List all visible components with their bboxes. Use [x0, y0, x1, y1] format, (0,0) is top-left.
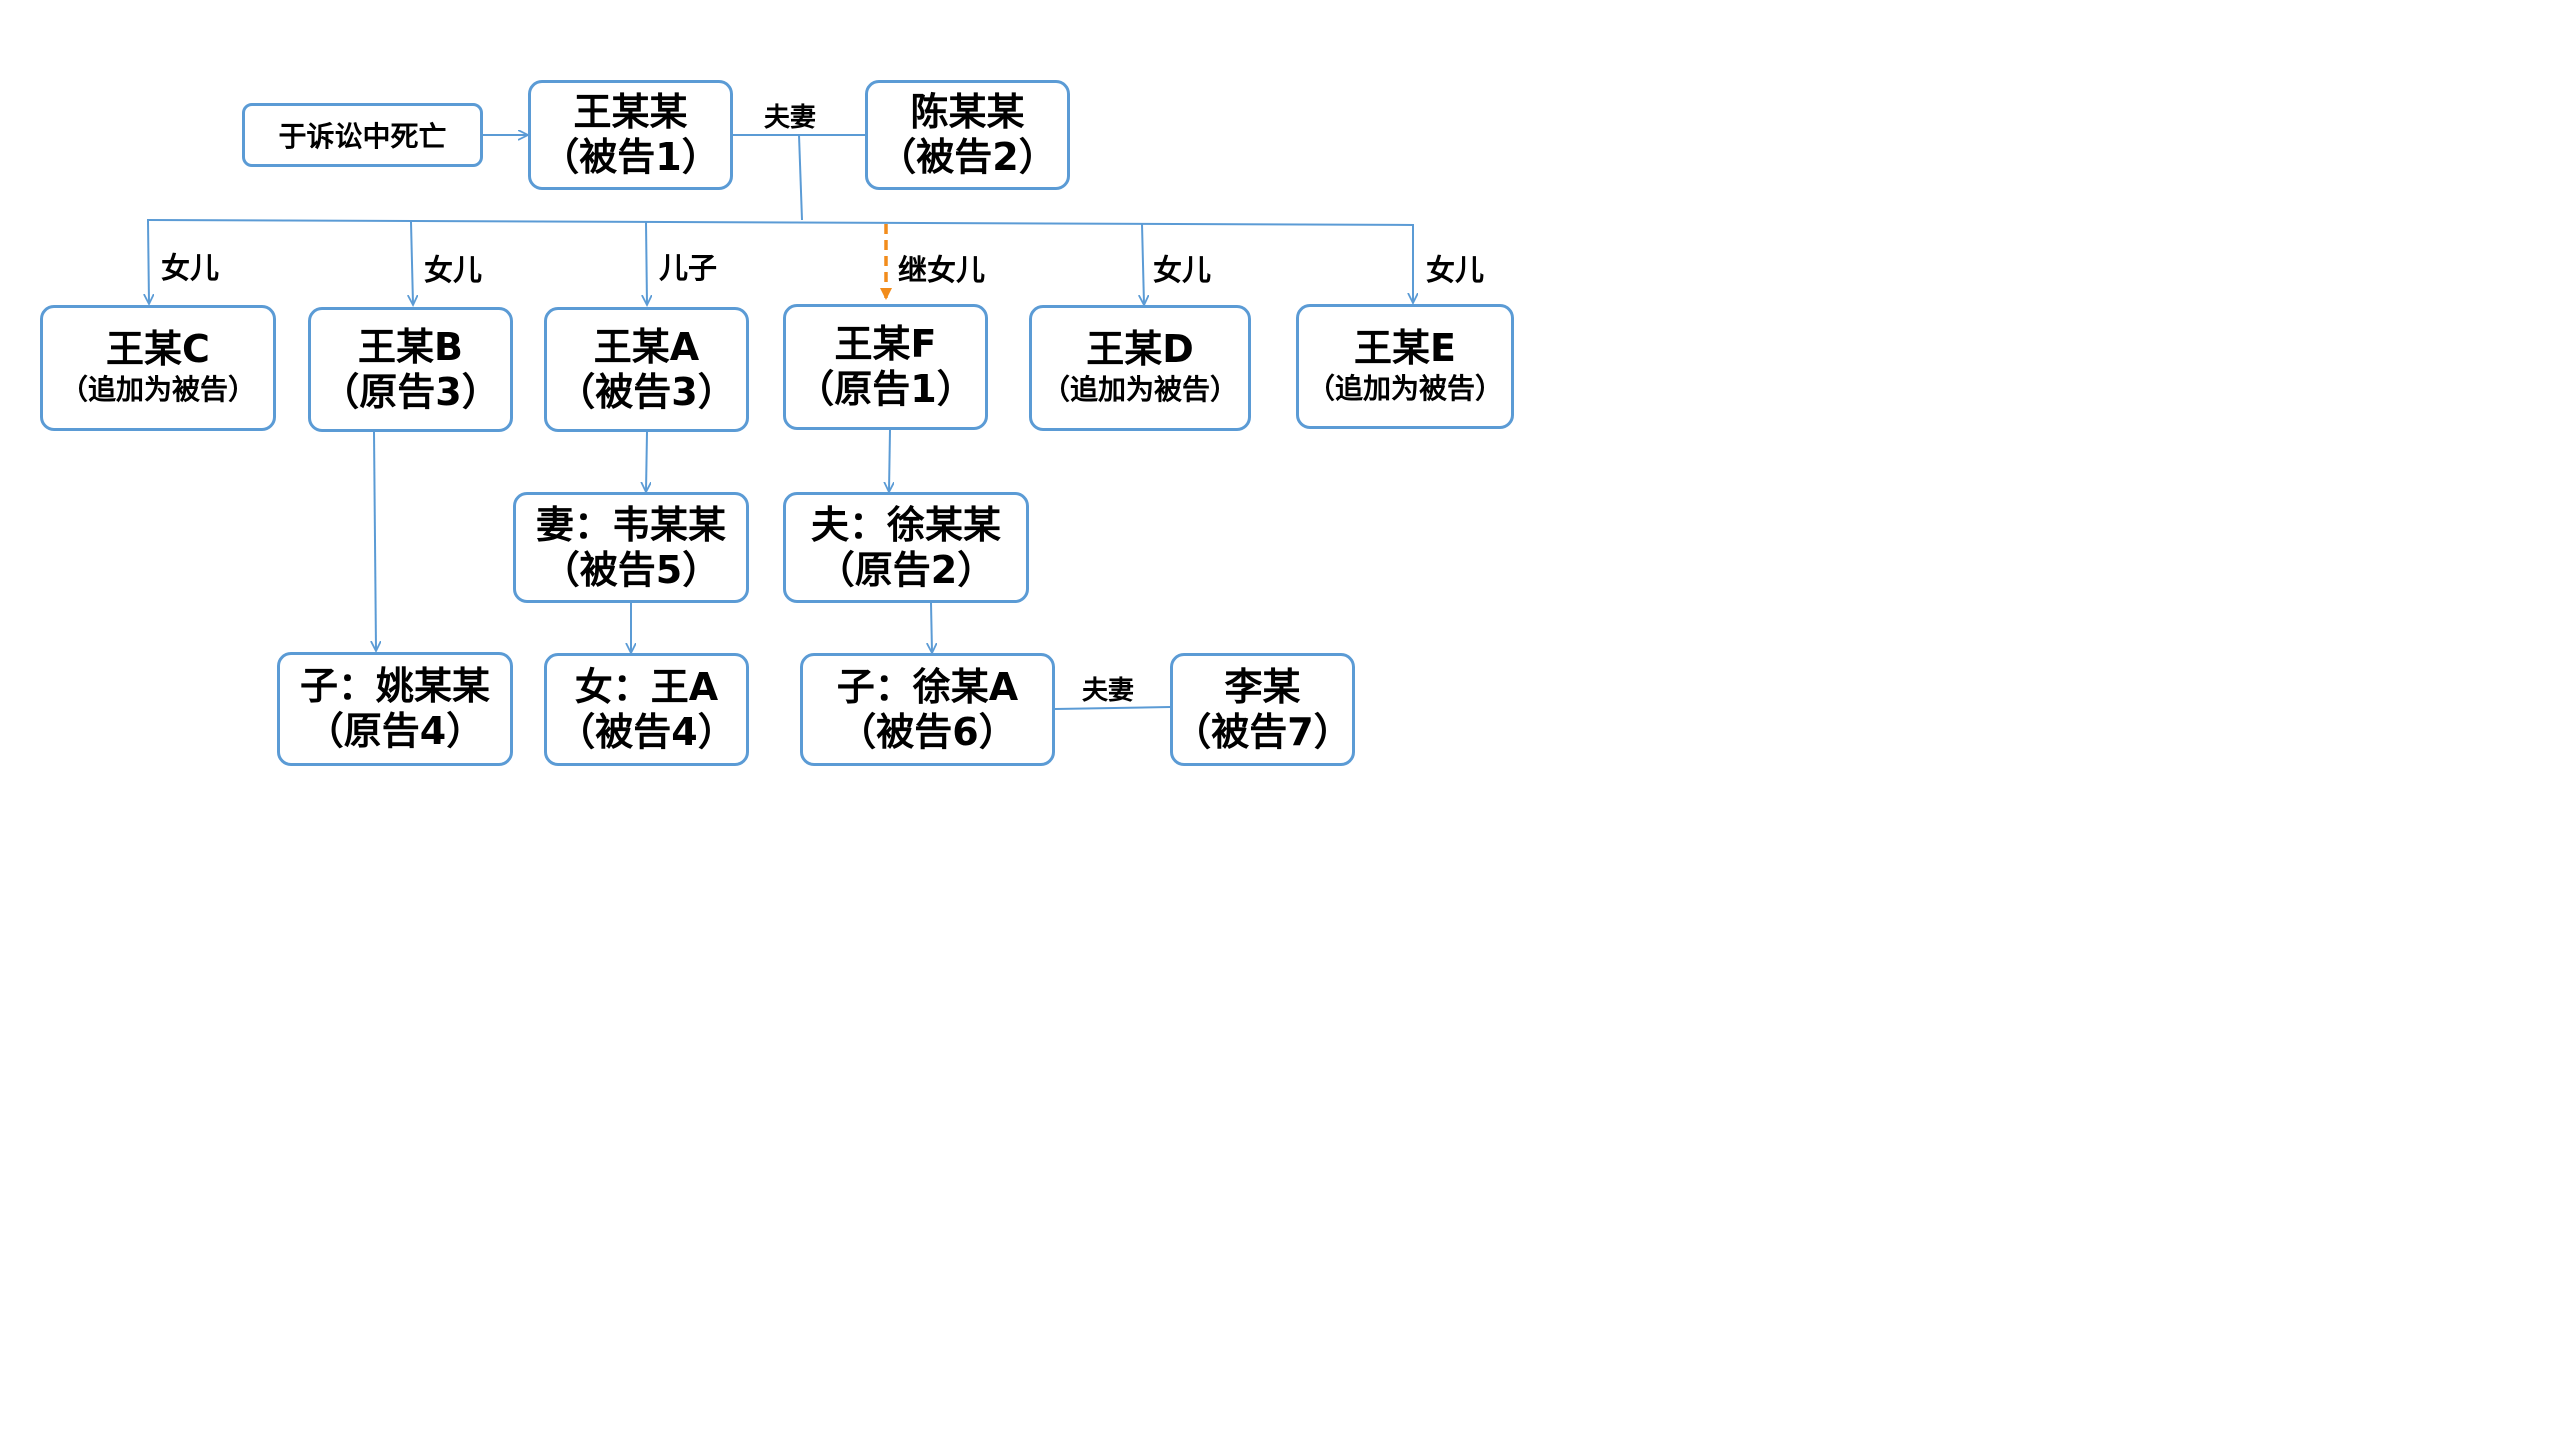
arrow-to-wang-d	[1142, 223, 1144, 304]
arrow-to-wang-a	[646, 221, 647, 304]
node-name: 子：徐某A	[836, 664, 1019, 709]
label-daughter-d: 女儿	[1153, 253, 1212, 287]
node-xu-moumou: 夫：徐某某 （原告2）	[783, 492, 1029, 603]
node-role: （被告7）	[1173, 709, 1352, 754]
node-role: （原告3）	[321, 369, 500, 414]
node-wang-a2: 女：王A （被告4）	[544, 653, 749, 766]
node-name: 李某	[1224, 664, 1301, 709]
label-daughter-e: 女儿	[1426, 253, 1485, 287]
arrow-to-wei	[646, 431, 647, 491]
node-yao-moumou: 子：姚某某 （原告4）	[277, 652, 513, 766]
node-wang-b: 王某B （原告3）	[308, 307, 513, 432]
node-wang-moumou: 王某某 （被告1）	[528, 80, 733, 190]
node-role: （被告6）	[838, 709, 1017, 754]
label-stepdaughter-f: 继女儿	[898, 253, 986, 287]
node-role: （原告2）	[816, 547, 996, 592]
node-role: （原告4）	[305, 709, 485, 753]
node-name: 陈某某	[910, 90, 1025, 134]
node-name: 王某F	[834, 322, 937, 366]
node-name: 王某E	[1354, 325, 1456, 370]
label-son-a: 儿子	[659, 251, 718, 285]
node-role: （追加为被告）	[1306, 371, 1503, 405]
node-role: （被告2）	[878, 135, 1057, 179]
node-role: （被告3）	[557, 369, 736, 414]
node-name: 子：姚某某	[299, 664, 490, 708]
node-wang-f: 王某F （原告1）	[783, 304, 988, 430]
node-wei-moumou: 妻：韦某某 （被告5）	[513, 492, 749, 603]
node-name: 王某某	[573, 90, 688, 134]
arrow-to-wang-c	[148, 220, 149, 303]
node-role: （被告1）	[541, 135, 720, 179]
node-li-mou: 李某 （被告7）	[1170, 653, 1355, 766]
node-name: 妻：韦某某	[535, 502, 726, 547]
death-note-text: 于诉讼中死亡	[278, 120, 447, 153]
relationship-lines	[0, 0, 1568, 710]
node-name: 王某A	[593, 324, 700, 369]
node-xu-a: 子：徐某A （被告6）	[800, 653, 1055, 766]
node-name: 夫：徐某某	[810, 502, 1001, 547]
node-role: （被告4）	[557, 709, 736, 754]
node-name: 王某C	[106, 327, 210, 371]
label-daughter-c: 女儿	[161, 251, 220, 285]
label-daughter-b: 女儿	[424, 253, 483, 287]
node-wang-d: 王某D （追加为被告）	[1029, 305, 1251, 431]
parent-drop-line	[798, 134, 803, 221]
node-name: 王某D	[1086, 327, 1194, 371]
label-spouse-bottom: 夫妻	[1082, 676, 1135, 706]
node-wang-e: 王某E （追加为被告）	[1296, 304, 1514, 429]
death-note-box: 于诉讼中死亡	[242, 103, 483, 167]
node-role: （追加为被告）	[59, 373, 256, 406]
spouse-line-bottom	[1054, 706, 1171, 710]
arrow-to-xu	[889, 429, 890, 491]
node-role: （被告5）	[541, 547, 721, 592]
arrow-to-yao	[374, 431, 376, 650]
node-role: （追加为被告）	[1041, 373, 1238, 406]
node-role: （原告1）	[796, 367, 975, 411]
node-name: 王某B	[358, 324, 463, 369]
node-chen-moumou: 陈某某 （被告2）	[865, 80, 1070, 190]
children-bus-line	[146, 219, 1415, 226]
node-name: 女：王A	[574, 664, 719, 709]
arrow-to-wang-b	[411, 221, 413, 304]
node-wang-c: 王某C （追加为被告）	[40, 305, 276, 431]
node-wang-a: 王某A （被告3）	[544, 307, 749, 432]
label-spouse-top: 夫妻	[764, 103, 817, 133]
arrow-to-xu-a	[931, 602, 932, 652]
